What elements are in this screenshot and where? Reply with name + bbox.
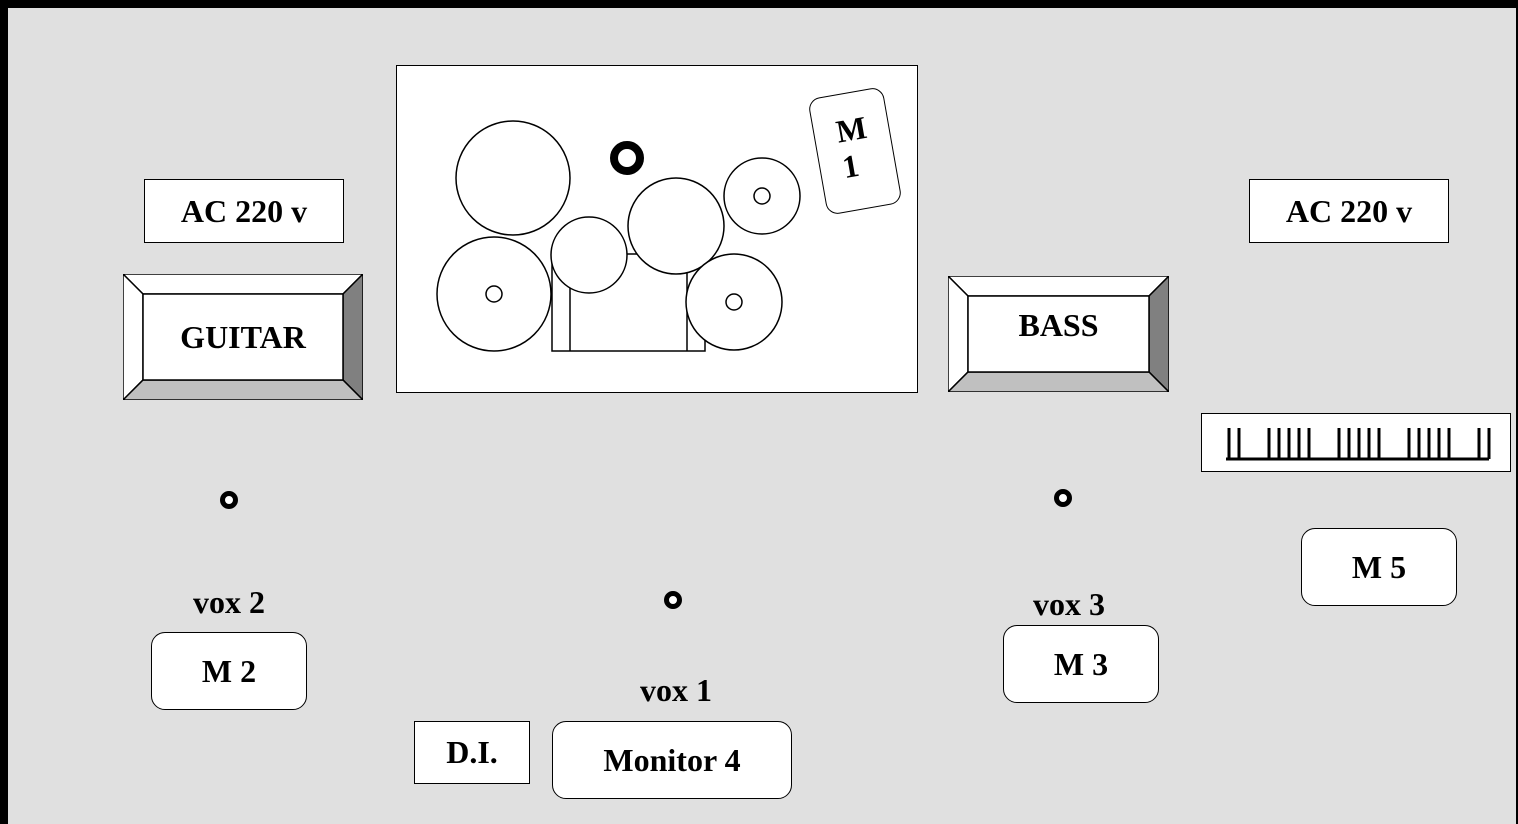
guitar-amp-label: GUITAR [180, 318, 306, 355]
ac-power-left: AC 220 v [144, 179, 344, 243]
drum-kit-area: M 1 [396, 65, 918, 393]
guitar-amp-bevel-icon [123, 274, 363, 400]
monitor-5-label: M 5 [1351, 548, 1407, 585]
monitor-2-label: M 2 [201, 652, 257, 689]
monitor-4: Monitor 4 [552, 721, 792, 799]
vox-3-mic-icon [1054, 489, 1072, 507]
keyboard [1201, 413, 1511, 472]
monitor-3-label: M 3 [1053, 645, 1109, 682]
bass-amp: BASS [948, 276, 1169, 392]
monitor-3: M 3 [1003, 625, 1159, 703]
vox-3-label: vox 3 [1033, 586, 1105, 622]
ac-power-right-label: AC 220 v [1285, 192, 1413, 229]
di-box-label: D.I. [446, 734, 498, 770]
keyboard-icon [1226, 428, 1491, 461]
bass-amp-label: BASS [1018, 306, 1099, 343]
guitar-amp: GUITAR [123, 274, 363, 400]
ac-power-right: AC 220 v [1249, 179, 1449, 243]
monitor-1-label-line1: M [833, 108, 870, 150]
bass-amp-bevel-icon [948, 276, 1169, 392]
monitor-2: M 2 [151, 632, 307, 710]
vox-2-mic-icon [220, 491, 238, 509]
monitor-4-label: Monitor 4 [603, 741, 741, 778]
vox-1-mic-icon [664, 591, 682, 609]
ac-power-left-label: AC 220 v [180, 192, 308, 229]
di-box: D.I. [414, 721, 530, 784]
monitor-1-label-line2: 1 [839, 146, 862, 186]
vox-1-label: vox 1 [640, 672, 712, 708]
monitor-5: M 5 [1301, 528, 1457, 606]
drum-kit-icon [436, 120, 801, 352]
vox-2-label: vox 2 [193, 584, 265, 620]
